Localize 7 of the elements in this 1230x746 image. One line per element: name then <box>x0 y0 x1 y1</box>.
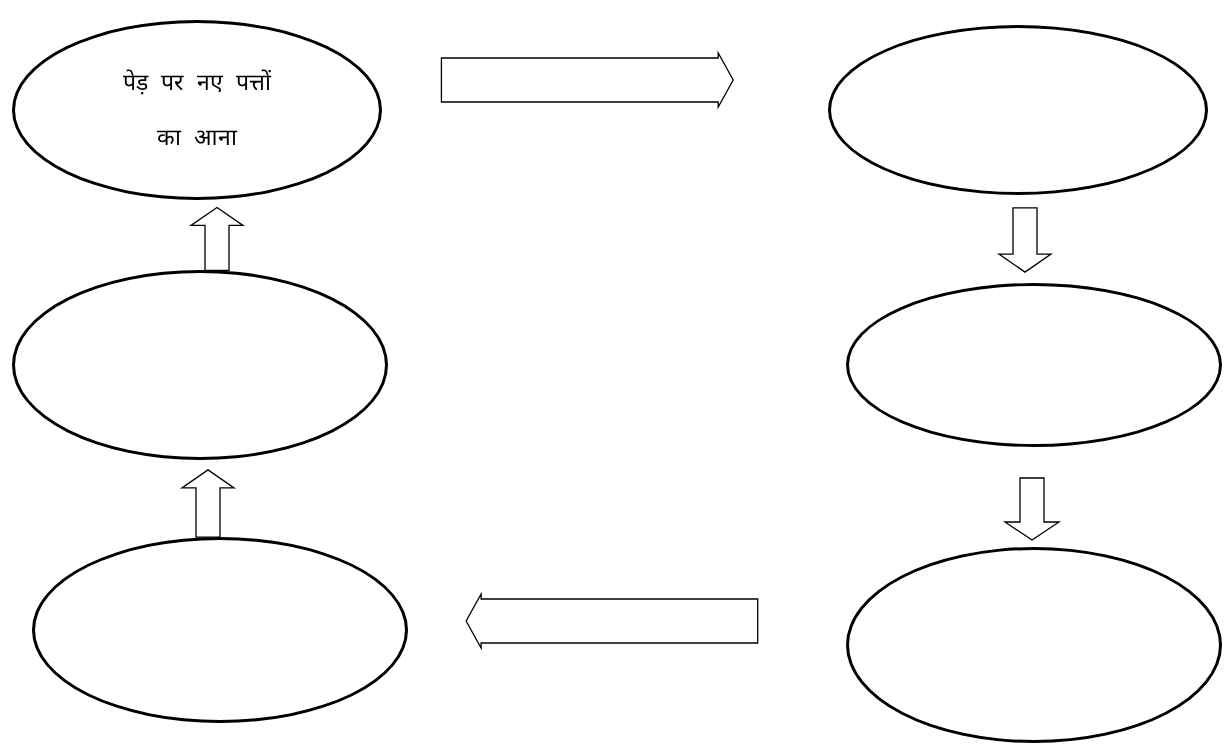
block-arrow <box>1002 477 1062 541</box>
block-arrow <box>440 50 734 110</box>
block-arrow <box>188 206 246 272</box>
block-arrow <box>465 591 759 651</box>
node-text: पेड़ पर नए पत्तों का आना <box>122 67 273 152</box>
block-arrow <box>179 469 237 538</box>
block-arrow <box>996 207 1054 273</box>
